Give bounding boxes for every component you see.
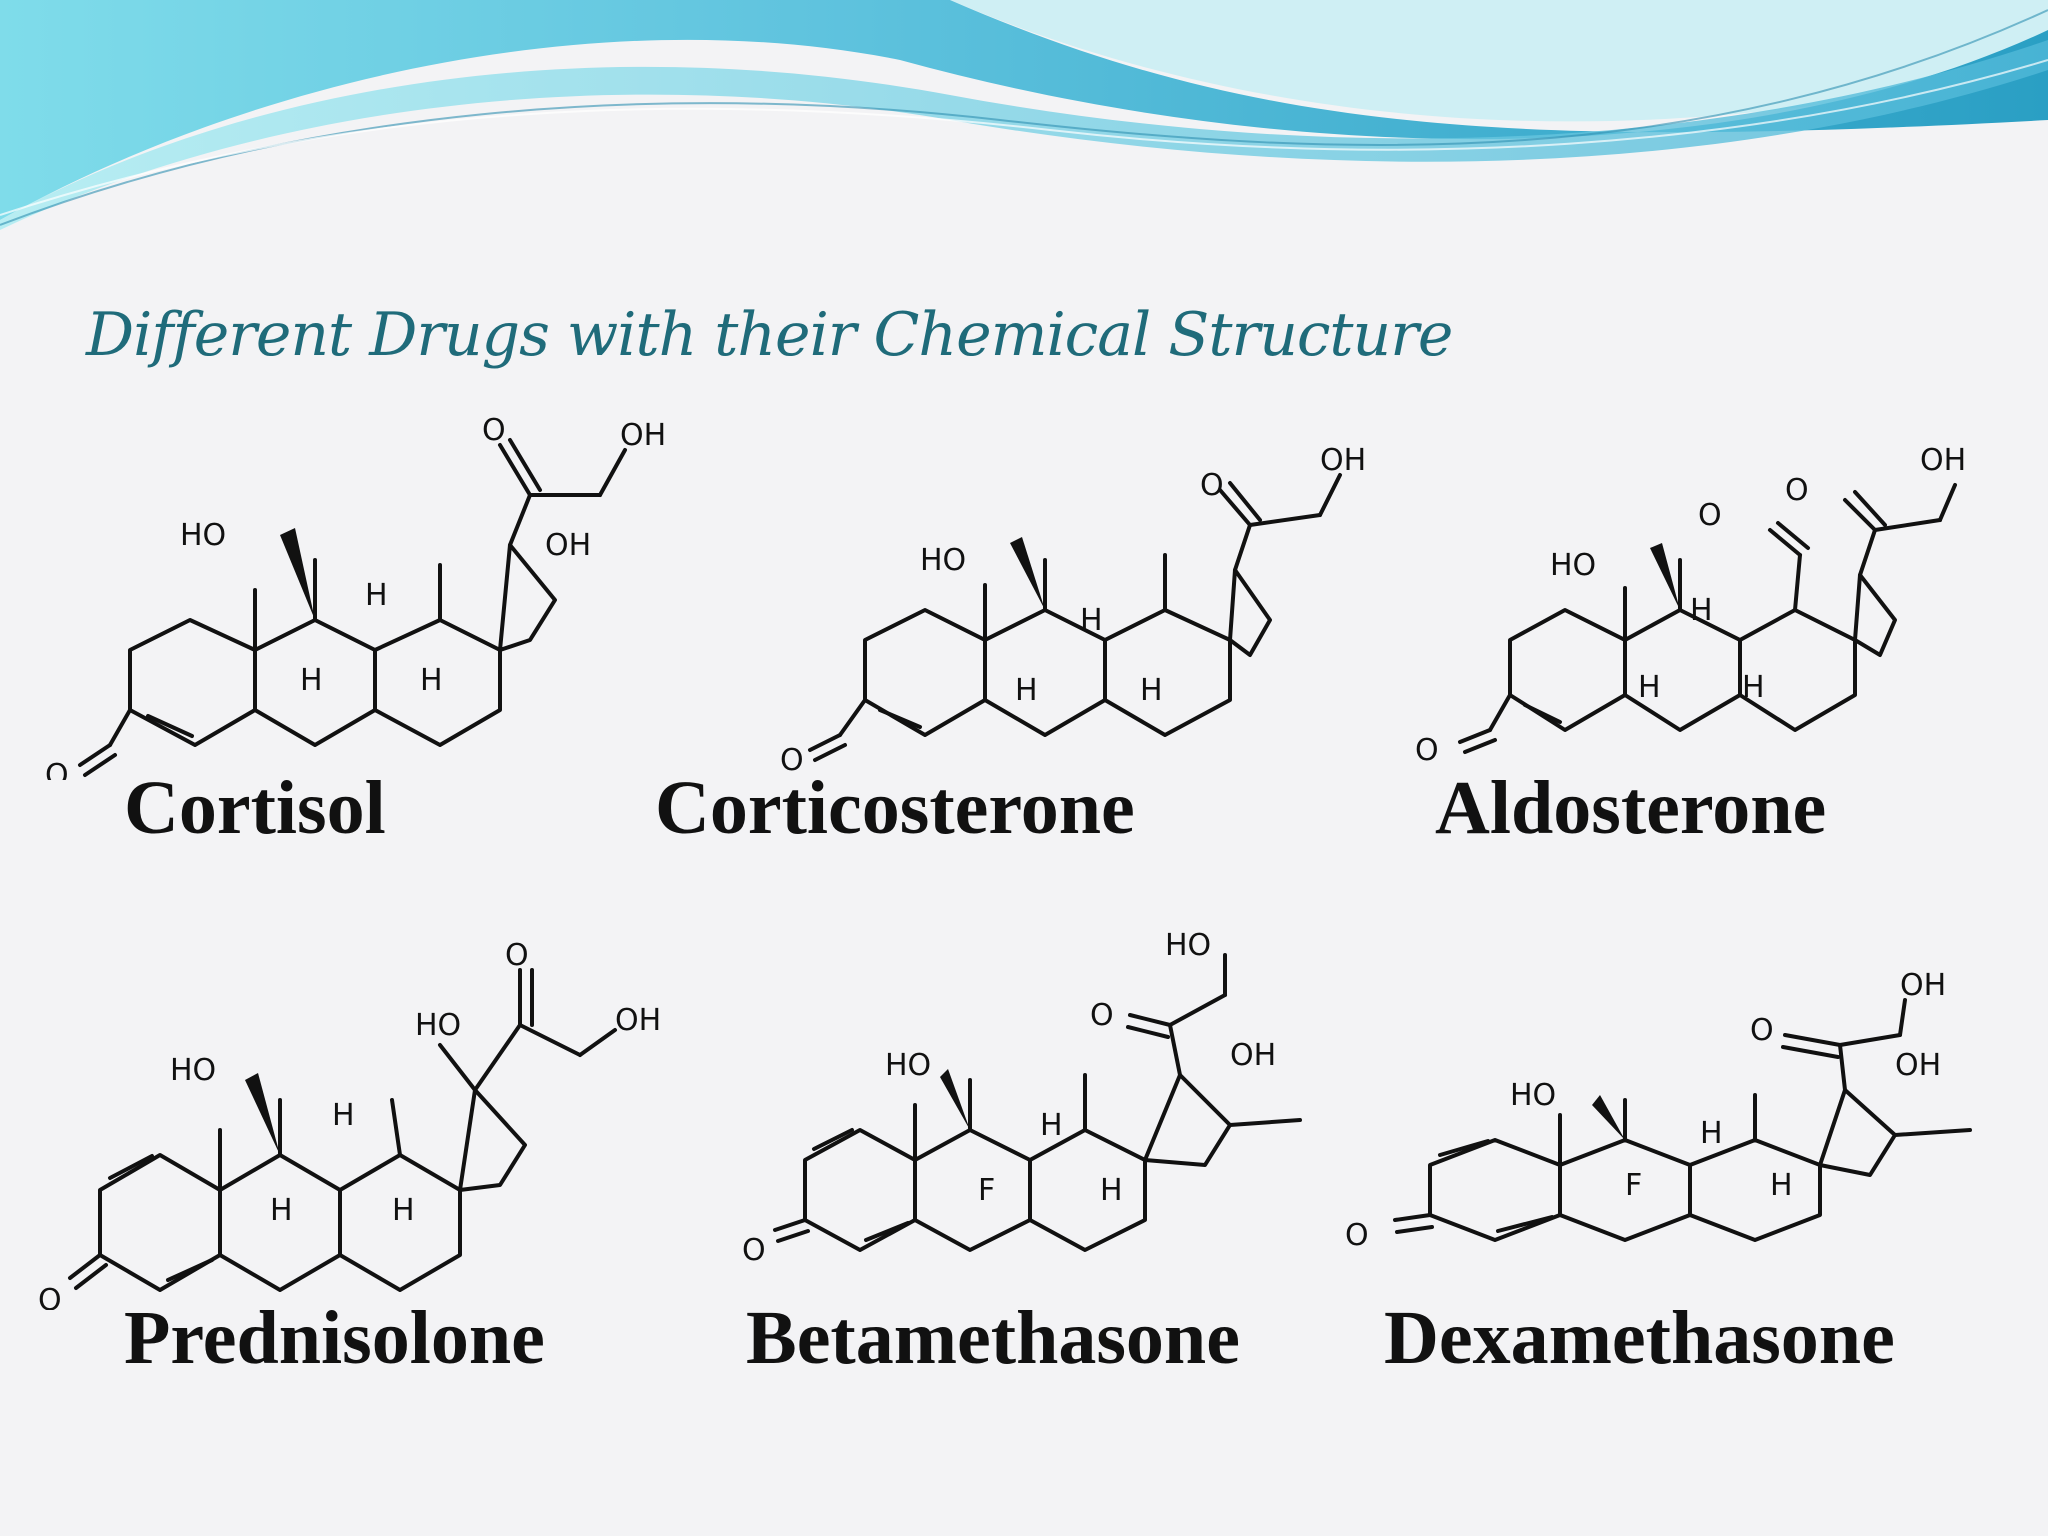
drug-name-cortisol: Cortisol [124, 766, 386, 850]
atom-label: H [365, 578, 388, 613]
drug-name-aldosterone: Aldosterone [1435, 766, 1827, 850]
atom-label: OH [1320, 443, 1366, 478]
atom-label: H [1638, 670, 1661, 705]
slide-title: Different Drugs with their Chemical Stru… [86, 300, 1453, 370]
corticosterone-structure: OH O HO H H H O [780, 443, 1366, 775]
atom-label: HO [1550, 548, 1596, 583]
atom-label: H [1770, 1168, 1793, 1203]
dexamethasone-structure: OH O OH HO H F H O [1345, 968, 1972, 1253]
atom-label: O [505, 938, 529, 973]
atom-label: OH [1900, 968, 1946, 1003]
atom-label: OH [545, 528, 591, 563]
betamethasone-structure: HO O OH HO H F H O [742, 928, 1302, 1265]
atom-label: H [332, 1098, 355, 1133]
atom-label: O [1090, 998, 1114, 1033]
drug-name-corticosterone: Corticosterone [655, 766, 1135, 850]
drug-name-dexamethasone: Dexamethasone [1384, 1296, 1895, 1380]
atom-label: OH [1230, 1038, 1276, 1073]
atom-label: OH [620, 418, 666, 453]
atom-label: HO [885, 1048, 931, 1083]
atom-label: F [978, 1173, 995, 1208]
atom-label: O [45, 758, 69, 780]
atom-label: O [1750, 1013, 1774, 1048]
aldosterone-structure: OH O O HO H H H O [1415, 443, 1966, 768]
prednisolone-structure: O HO OH HO H H H O [38, 938, 661, 1310]
atom-label: HO [415, 1008, 461, 1043]
atom-label: H [1080, 603, 1103, 638]
drug-name-prednisolone: Prednisolone [124, 1296, 545, 1380]
atom-label: HO [1165, 928, 1211, 963]
atom-label: H [300, 663, 323, 698]
atom-label: H [270, 1193, 293, 1228]
atom-label: O [1200, 468, 1224, 503]
atom-label: H [1040, 1108, 1063, 1143]
atom-label: O [1785, 473, 1809, 508]
atom-label: H [1700, 1116, 1723, 1151]
atom-label: O [482, 413, 506, 448]
atom-label: O [780, 743, 804, 775]
atom-label: H [420, 663, 443, 698]
header-wave-decoration [0, 0, 2048, 230]
atom-label: O [1415, 733, 1439, 768]
atom-label: H [392, 1193, 415, 1228]
atom-label: O [1345, 1218, 1369, 1253]
atom-label: HO [1510, 1078, 1556, 1113]
atom-label: O [38, 1283, 62, 1310]
atom-label: F [1625, 1168, 1642, 1203]
atom-label: O [742, 1233, 766, 1265]
atom-label: H [1015, 673, 1038, 708]
atom-label: HO [170, 1053, 216, 1088]
atom-label: H [1100, 1173, 1123, 1208]
atom-label: OH [1895, 1048, 1941, 1083]
atom-label: H [1742, 670, 1765, 705]
atom-label: HO [920, 543, 966, 578]
atom-label: HO [180, 518, 226, 553]
atom-label: O [1698, 498, 1722, 533]
atom-label: H [1690, 593, 1713, 628]
atom-label: H [1140, 673, 1163, 708]
atom-label: OH [615, 1003, 661, 1038]
atom-label: OH [1920, 443, 1966, 478]
drug-name-betamethasone: Betamethasone [746, 1296, 1240, 1380]
cortisol-structure: O OH HO OH H H H O [45, 413, 666, 780]
